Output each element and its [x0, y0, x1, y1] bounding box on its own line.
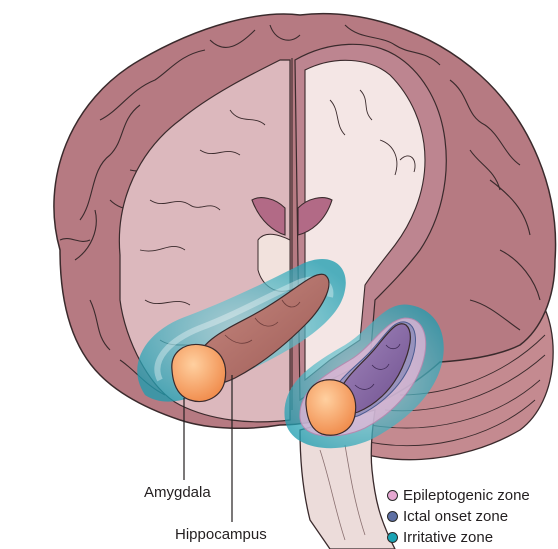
legend-label: Epileptogenic zone	[403, 487, 530, 504]
legend-item-ictal-onset: Ictal onset zone	[387, 506, 530, 527]
legend-label: Ictal onset zone	[403, 508, 508, 525]
hippocampus-label: Hippocampus	[175, 526, 267, 544]
epileptogenic-swatch-icon	[387, 490, 398, 501]
irritative-swatch-icon	[387, 532, 398, 543]
legend-label: Irritative zone	[403, 529, 493, 546]
amygdala-right	[306, 380, 356, 435]
amygdala-label: Amygdala	[144, 484, 211, 502]
legend: Epileptogenic zone Ictal onset zone Irri…	[387, 485, 530, 548]
legend-item-irritative: Irritative zone	[387, 527, 530, 548]
amygdala-left	[172, 344, 226, 401]
legend-item-epileptogenic: Epileptogenic zone	[387, 485, 530, 506]
ictal-onset-swatch-icon	[387, 511, 398, 522]
